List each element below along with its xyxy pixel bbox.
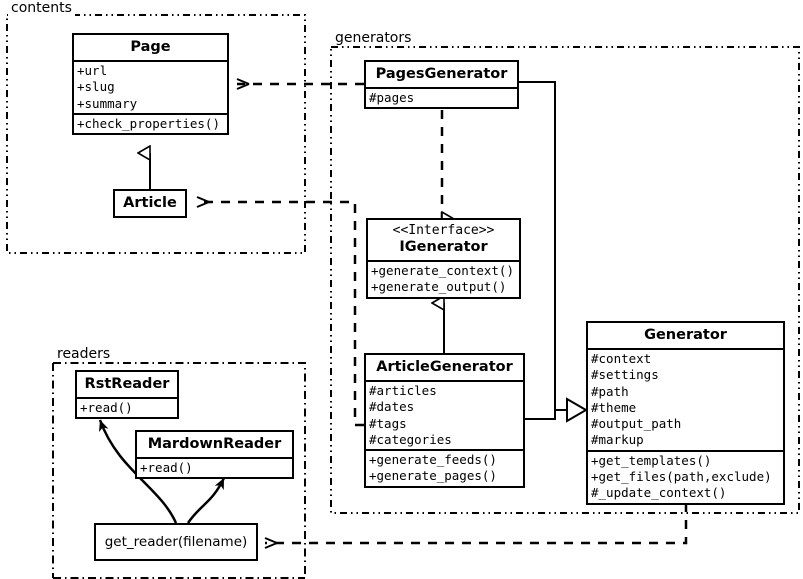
class-mardownreader[interactable]: MardownReader +read() <box>135 430 294 480</box>
class-article[interactable]: Article <box>113 189 187 218</box>
package-contents-label: contents <box>8 1 75 16</box>
class-rstreader-name: RstReader <box>84 376 170 392</box>
class-generator-methods: +get_templates() +get_files(path,exclude… <box>588 449 783 503</box>
class-mardownreader-name: MardownReader <box>147 436 282 452</box>
package-readers-label: readers <box>54 347 114 362</box>
method: +generate_feeds() <box>369 452 497 468</box>
relation-pagesgenerator-to-generator <box>519 81 567 411</box>
method: +read() <box>140 460 193 475</box>
class-page-name: Page <box>130 39 171 55</box>
function-get-reader-label: get_reader(filename) <box>104 534 248 550</box>
attribute: +summary <box>77 95 138 111</box>
relation-generator-to-getreader <box>264 503 688 549</box>
class-page-attributes: +url +slug +summary <box>74 60 227 113</box>
attribute: +url <box>77 63 108 78</box>
class-page-methods: +check_properties() <box>74 112 227 133</box>
class-generator[interactable]: Generator #context #settings #path #them… <box>586 321 785 505</box>
class-page[interactable]: Page +url +slug +summary +check_properti… <box>72 33 229 136</box>
class-pagesgenerator-name: PagesGenerator <box>375 66 508 82</box>
class-article-name: Article <box>123 195 177 211</box>
generalization-arrowhead-generator <box>566 397 588 423</box>
package-generators-label: generators <box>332 31 415 46</box>
attribute: #categories <box>369 431 452 447</box>
attribute: #settings <box>591 367 659 383</box>
method: +generate_output() <box>371 279 507 295</box>
attribute: #output_path <box>591 416 682 432</box>
attribute: #tags <box>369 415 407 431</box>
class-articlegenerator-methods: +generate_feeds() +generate_pages() <box>366 449 523 486</box>
package-contents <box>6 14 306 254</box>
class-generator-name: Generator <box>644 327 727 343</box>
relation-getreader-to-mardownreader <box>186 477 226 524</box>
class-mardownreader-methods: +read() <box>137 457 292 477</box>
class-igenerator-stereotype: <<Interface>> <box>392 223 495 238</box>
method: +generate_context() <box>371 263 514 278</box>
attribute: +slug <box>77 79 115 95</box>
attribute: #theme <box>591 399 637 415</box>
relation-articlegenerator-to-article <box>196 196 364 427</box>
class-igenerator-name: IGenerator <box>399 239 488 255</box>
attribute: #dates <box>369 399 415 415</box>
package-generators <box>330 46 800 514</box>
attribute: #articles <box>369 383 437 398</box>
function-get-reader[interactable]: get_reader(filename) <box>94 523 258 561</box>
package-readers <box>52 362 306 579</box>
class-pagesgenerator-attributes: #pages <box>366 87 517 107</box>
method: +check_properties() <box>77 115 220 131</box>
attribute: #pages <box>369 90 415 105</box>
method: #_update_context() <box>591 485 727 501</box>
class-generator-attributes: #context #settings #path #theme #output_… <box>588 348 783 450</box>
method: +get_templates() <box>591 452 712 468</box>
class-igenerator[interactable]: <<Interface>> IGenerator +generate_conte… <box>366 218 521 299</box>
class-rstreader-methods: +read() <box>77 397 177 417</box>
attribute: #context <box>591 351 652 366</box>
attribute: #path <box>591 383 629 399</box>
class-articlegenerator-name: ArticleGenerator <box>376 359 513 375</box>
relation-articlegenerator-to-generator <box>525 409 567 420</box>
class-pagesgenerator[interactable]: PagesGenerator #pages <box>364 60 519 110</box>
class-articlegenerator-attributes: #articles #dates #tags #categories <box>366 380 523 449</box>
class-articlegenerator[interactable]: ArticleGenerator #articles #dates #tags … <box>364 353 525 488</box>
attribute: #markup <box>591 432 644 448</box>
method: +read() <box>80 400 133 415</box>
class-rstreader[interactable]: RstReader +read() <box>75 370 179 420</box>
method: +get_files(path,exclude) <box>591 469 772 485</box>
method: +generate_pages() <box>369 468 497 484</box>
class-igenerator-methods: +generate_context() +generate_output() <box>368 260 519 297</box>
